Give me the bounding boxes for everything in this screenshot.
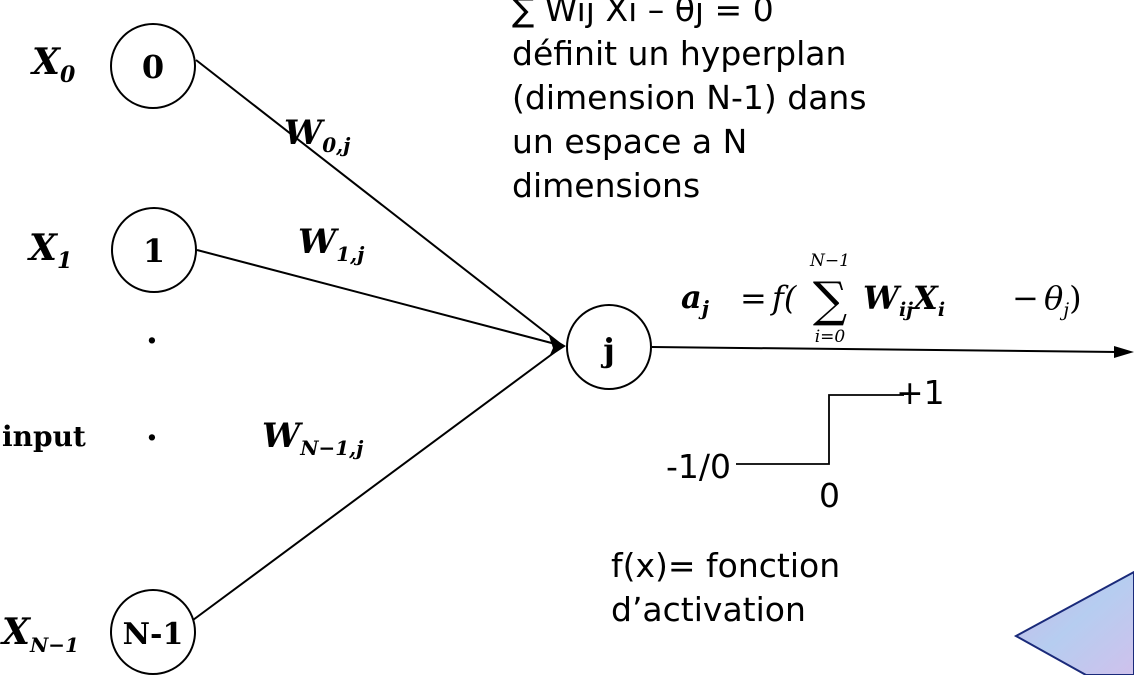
- connection-line-n: [193, 346, 563, 620]
- formula-func: f(: [770, 279, 798, 317]
- ellipsis-dot-2: .: [146, 409, 158, 449]
- output-arrowhead: [1114, 346, 1134, 358]
- step-threshold-label: 0: [819, 476, 840, 515]
- weight-label-n: WN−1,j: [262, 416, 364, 460]
- formula-sum-upper: N−1: [809, 251, 850, 271]
- input-symbol-1: X1: [27, 227, 72, 274]
- formula-lhs: aj: [681, 278, 710, 320]
- note-line-3: (dimension N-1) dans: [512, 76, 867, 120]
- note-line-5: dimensions: [512, 164, 867, 208]
- output-line: [652, 347, 1118, 352]
- input-symbol-n: XN−1: [0, 611, 79, 657]
- step-high-label: +1: [896, 373, 945, 412]
- arrowhead-into-neuron: [549, 336, 566, 357]
- activation-line-2: d’activation: [611, 588, 840, 632]
- input-symbol-0: X0: [30, 41, 76, 88]
- decorative-corner-shape: [1016, 572, 1134, 675]
- weight-label-1: W1,j: [298, 222, 365, 266]
- hyperplan-note: ∑ Wij Xi – θj = 0 définit un hyperplan (…: [512, 0, 867, 208]
- step-function-curve: [736, 395, 904, 464]
- output-formula: aj = f( N−1 ∑ i=0 WijXi − θj): [681, 251, 1082, 347]
- input-node-0-label: 0: [142, 48, 164, 86]
- connection-line-0: [196, 60, 563, 346]
- input-node-1-label: 1: [143, 232, 165, 270]
- note-line-2: définit un hyperplan: [512, 32, 867, 76]
- formula-minus: −: [1012, 279, 1039, 317]
- input-label: input: [2, 420, 86, 453]
- weight-label-0: W0,j: [284, 113, 351, 157]
- note-line-4: un espace a N: [512, 120, 867, 164]
- formula-theta: θj): [1044, 279, 1082, 321]
- formula-sum-lower: i=0: [815, 327, 846, 347]
- note-line-1: ∑ Wij Xi – θj = 0: [512, 0, 867, 32]
- connection-line-1: [197, 250, 563, 346]
- formula-equals: =: [740, 279, 767, 317]
- input-node-n-label: N-1: [123, 617, 184, 652]
- output-node-label: j: [600, 331, 615, 369]
- ellipsis-dot-1: .: [146, 312, 158, 352]
- activation-caption: f(x)= fonction d’activation: [611, 544, 840, 632]
- formula-sum-symbol: ∑: [813, 272, 847, 328]
- activation-line-1: f(x)= fonction: [611, 544, 840, 588]
- formula-term: WijXi: [863, 279, 945, 321]
- step-low-label: -1/0: [666, 447, 731, 486]
